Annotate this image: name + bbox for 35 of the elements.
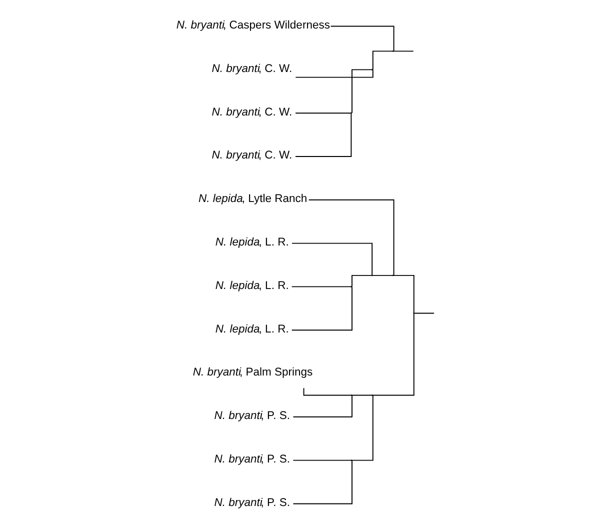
- node-text: N. bryanti, Caspers Wilderness: [176, 19, 330, 32]
- connector: [292, 460, 352, 504]
- node-point: [392, 274, 394, 276]
- node-text: N. lepida, L. R.: [215, 236, 289, 248]
- node-text: N. lepida, Lytle Ranch: [198, 193, 308, 206]
- connector: [308, 199, 394, 276]
- node-text: N. bryanti, Palm Springs: [192, 366, 313, 379]
- connector: [330, 26, 394, 52]
- node-point: [392, 50, 394, 52]
- node-point: [413, 312, 415, 314]
- connector: [291, 286, 352, 331]
- connector: [393, 50, 414, 52]
- node-text: N. bryanti, P. S.: [214, 410, 290, 422]
- connector: [372, 50, 394, 70]
- node-text: N. bryanti, C. W.: [212, 106, 292, 118]
- node-text: N. bryanti, C. W.: [212, 150, 292, 162]
- connector: [292, 394, 352, 418]
- node-point: [371, 274, 373, 276]
- node-text: N. lepida, L. R.: [215, 280, 289, 292]
- node-point: [350, 460, 352, 461]
- node-text: N. lepida, L. R.: [215, 323, 289, 336]
- connector: [291, 286, 352, 288]
- connector: [292, 242, 373, 276]
- connector: [352, 274, 372, 288]
- node-point: [350, 112, 352, 114]
- connector: [295, 69, 374, 78]
- connector: [351, 394, 374, 461]
- connector: [292, 460, 352, 461]
- connector: [372, 274, 394, 276]
- node-text: N. bryanti, P. S.: [214, 453, 290, 466]
- node-point: [371, 394, 373, 396]
- node-text: N. bryanti, P. S.: [214, 496, 290, 509]
- node-point: [350, 394, 352, 396]
- node-text: N. bryanti, C. W.: [212, 62, 292, 75]
- connector: [351, 394, 372, 396]
